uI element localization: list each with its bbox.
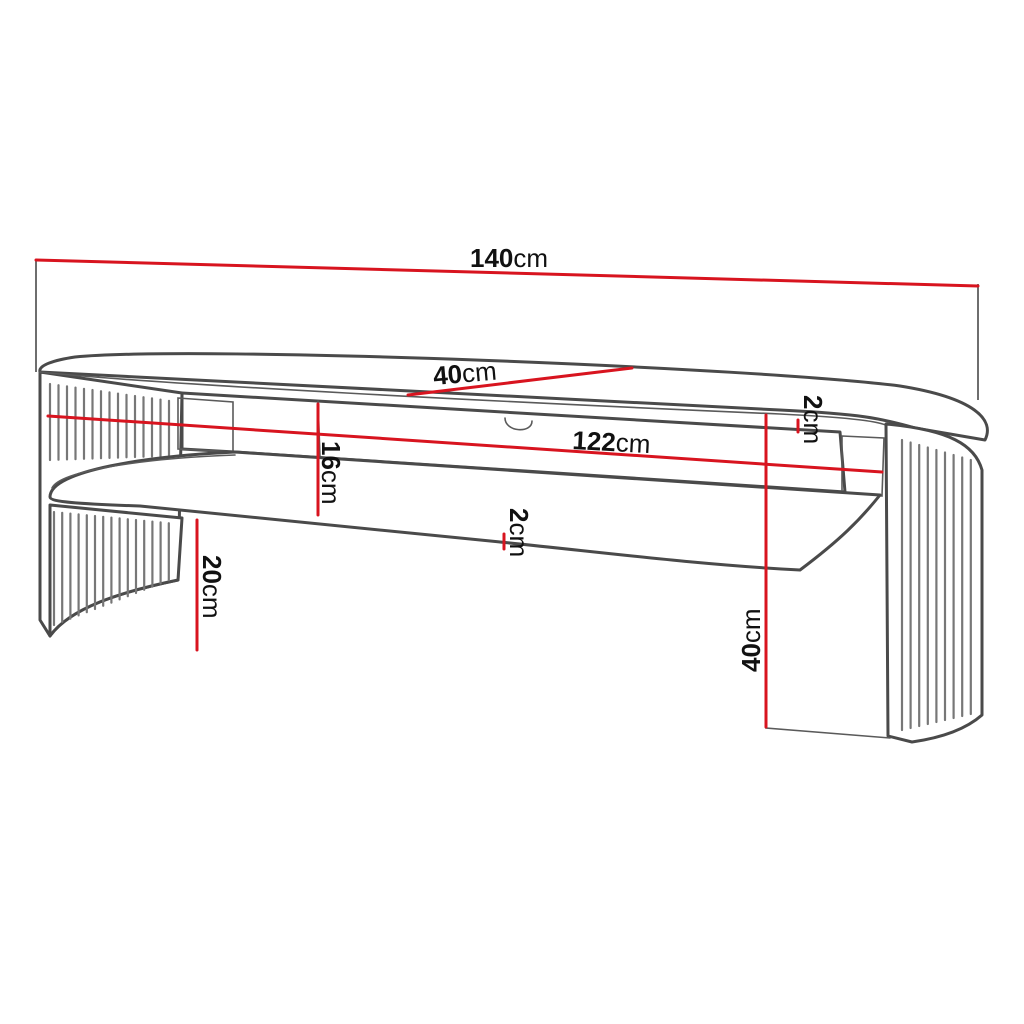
depth-dim-line [406, 366, 634, 397]
top-board [38, 352, 989, 442]
right-leg-panel [884, 422, 984, 744]
right-leg-slats [900, 438, 972, 732]
leg-height-label: 20cm [197, 555, 227, 619]
left-leg-base [48, 503, 184, 638]
gap-label: 16cm [316, 441, 346, 505]
total-height-label: 40cm [736, 608, 766, 672]
cable-hole [504, 417, 533, 431]
right-leg-front [765, 566, 891, 739]
tv-stand-drawing [38, 352, 989, 744]
depth-label: 40cm [432, 356, 498, 391]
top-board-edge [39, 371, 889, 427]
right-cutout [841, 435, 885, 497]
left-leg-slats [48, 382, 171, 462]
middle-shelf [48, 450, 882, 572]
width-label: 140cm [470, 243, 548, 273]
inner-width-dim-line [46, 414, 884, 474]
dimension-lines [34, 258, 980, 729]
dimension-labels: 140cm 40cm 122cm 16cm 2cm 2cm 20cm 40cm [197, 243, 828, 672]
middle-shelf-edge [51, 454, 236, 489]
left-leg-base-slats [52, 510, 170, 627]
shelf-thickness-label: 2cm [504, 508, 534, 557]
width-dim-line [34, 258, 980, 288]
top-thickness-label: 2cm [798, 395, 828, 444]
inner-width-label: 122cm [572, 425, 652, 459]
